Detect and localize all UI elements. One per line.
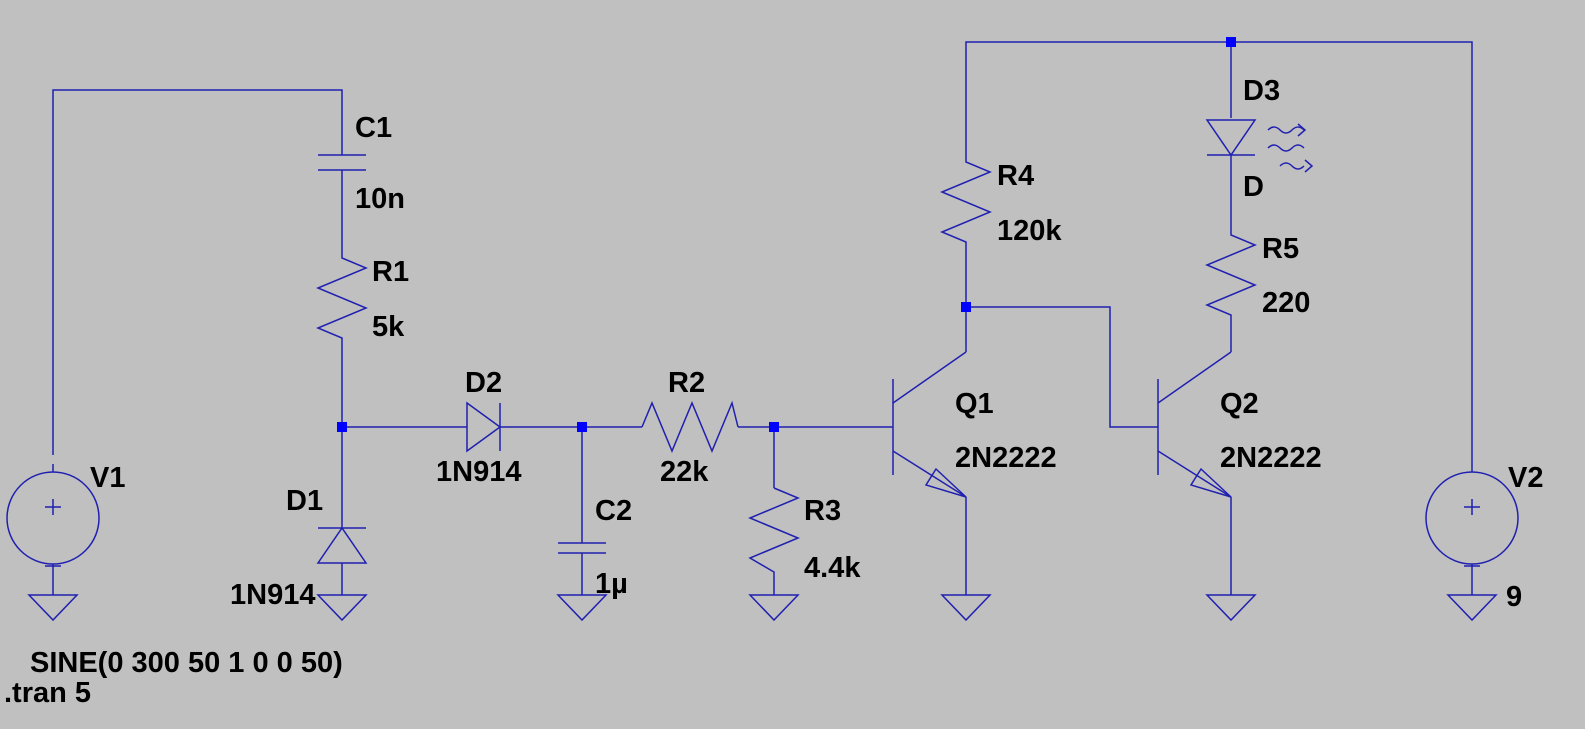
transistor-q1[interactable] bbox=[892, 351, 967, 498]
q1-name: Q1 bbox=[955, 388, 994, 420]
q1-value: 2N2222 bbox=[955, 442, 1057, 474]
q2-value: 2N2222 bbox=[1220, 442, 1322, 474]
q2-name: Q2 bbox=[1220, 388, 1259, 420]
r3-value: 4.4k bbox=[804, 552, 861, 584]
diode-d2[interactable] bbox=[466, 401, 502, 453]
diode-d1[interactable] bbox=[316, 526, 368, 564]
r4-name: R4 bbox=[997, 160, 1034, 192]
voltage-source-v1[interactable] bbox=[6, 464, 100, 580]
r5-name: R5 bbox=[1262, 233, 1299, 265]
junction-dot bbox=[769, 422, 779, 432]
sim-directive[interactable]: .tran 5 bbox=[4, 677, 91, 709]
ground-icon bbox=[940, 594, 992, 622]
junction-dot bbox=[577, 422, 587, 432]
d1-name: D1 bbox=[286, 485, 323, 517]
ground-icon bbox=[556, 594, 608, 622]
d3-value: D bbox=[1243, 171, 1264, 203]
junction-dot bbox=[1226, 37, 1236, 47]
resistor-r1[interactable] bbox=[316, 248, 368, 342]
resistor-r3[interactable] bbox=[748, 487, 800, 582]
d3-name: D3 bbox=[1243, 75, 1280, 107]
r2-value: 22k bbox=[660, 456, 709, 488]
r3-name: R3 bbox=[804, 495, 841, 527]
c1-value: 10n bbox=[355, 183, 405, 215]
grounds bbox=[27, 594, 1498, 622]
r2-name: R2 bbox=[668, 367, 705, 399]
ground-icon bbox=[748, 594, 800, 622]
v1-value: SINE(0 300 50 1 0 0 50) bbox=[30, 647, 343, 679]
d2-name: D2 bbox=[465, 367, 502, 399]
junction-dot bbox=[337, 422, 347, 432]
led-d3[interactable] bbox=[1205, 119, 1314, 173]
transistor-q2[interactable] bbox=[1157, 351, 1232, 498]
c2-name: C2 bbox=[595, 495, 632, 527]
c1-name: C1 bbox=[355, 112, 392, 144]
voltage-source-v2[interactable] bbox=[1425, 458, 1519, 580]
wires bbox=[52, 41, 1473, 595]
ground-icon bbox=[316, 594, 368, 622]
r1-name: R1 bbox=[372, 256, 409, 288]
resistor-r5[interactable] bbox=[1205, 225, 1257, 320]
r4-value: 120k bbox=[997, 215, 1062, 247]
v1-name: V1 bbox=[90, 462, 125, 494]
resistor-r4[interactable] bbox=[940, 152, 992, 247]
labels: V1 SINE(0 300 50 1 0 0 50) .tran 5 C1 10… bbox=[4, 75, 1543, 709]
d2-value: 1N914 bbox=[436, 456, 521, 488]
c2-value: 1µ bbox=[595, 568, 628, 600]
ground-icon bbox=[1205, 594, 1257, 622]
voltage-source-icon bbox=[6, 471, 100, 565]
v2-name: V2 bbox=[1508, 462, 1543, 494]
wire-v1-c1 bbox=[52, 89, 343, 455]
junction-dot bbox=[961, 302, 971, 312]
ground-icon bbox=[27, 594, 79, 622]
v2-value: 9 bbox=[1506, 581, 1522, 613]
d1-value: 1N914 bbox=[230, 579, 315, 611]
capacitor-c1[interactable] bbox=[318, 154, 366, 171]
voltage-source-icon bbox=[1425, 471, 1519, 565]
light-emission-icon bbox=[1267, 123, 1314, 173]
resistor-r2[interactable] bbox=[641, 400, 739, 453]
wire-node-q2base bbox=[966, 306, 1158, 428]
wire-top-rail bbox=[965, 41, 1473, 458]
ground-icon bbox=[1446, 594, 1498, 622]
r5-value: 220 bbox=[1262, 287, 1310, 319]
capacitor-c2[interactable] bbox=[558, 542, 606, 554]
r1-value: 5k bbox=[372, 311, 405, 343]
junctions bbox=[337, 37, 1236, 432]
